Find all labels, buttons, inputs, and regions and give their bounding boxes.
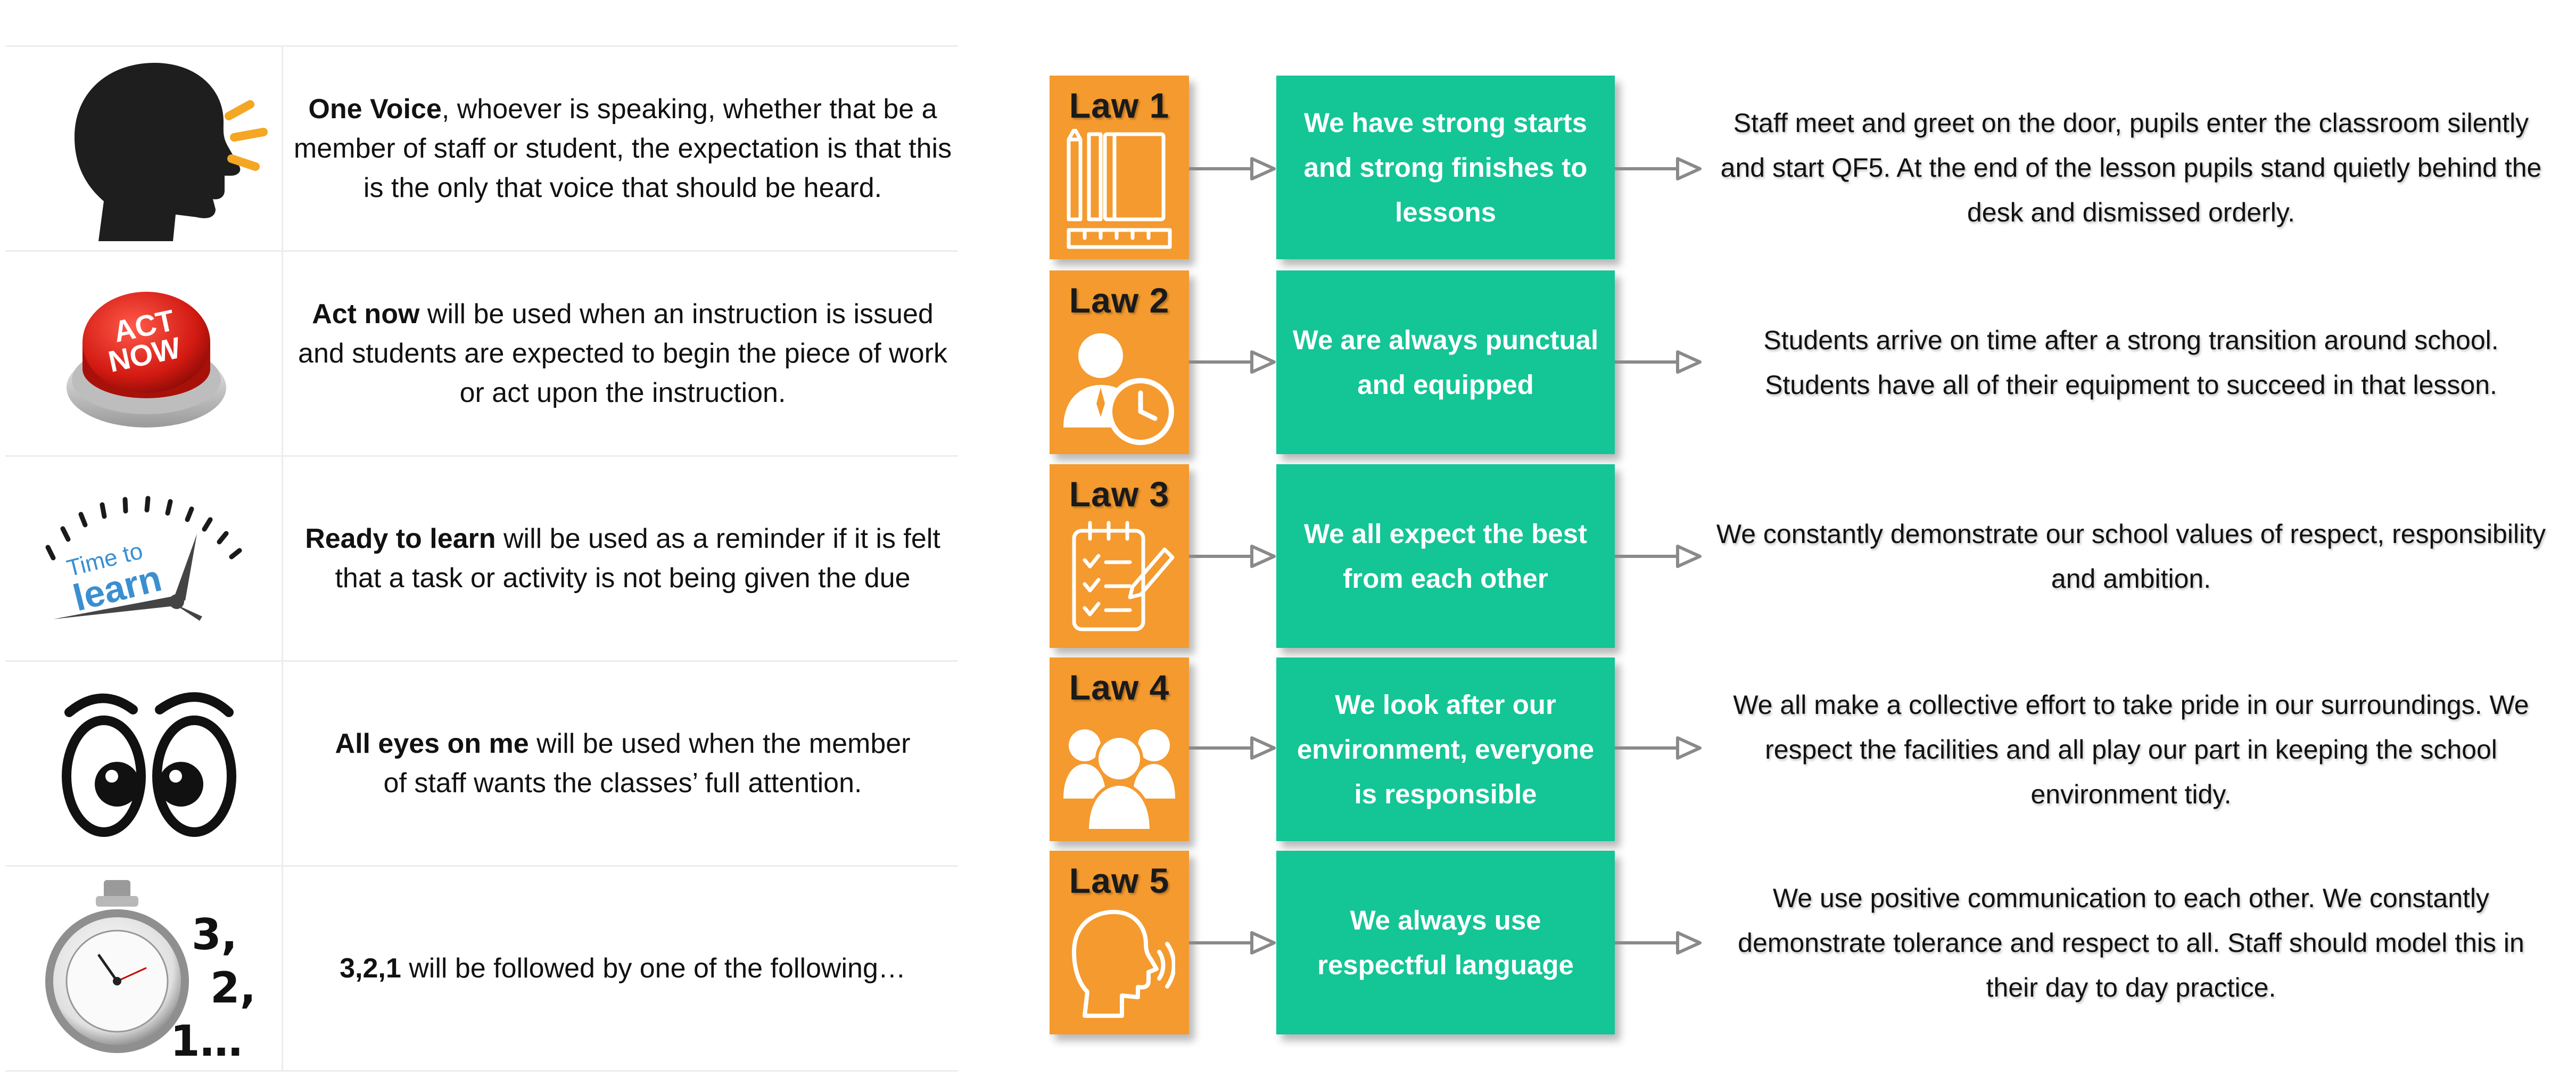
- law-statement-box: We all expect the best from each other: [1276, 464, 1615, 648]
- law-row-4: Law 4 We look after our environment, eve…: [0, 657, 2576, 841]
- signal-name: 3,2,1: [340, 953, 401, 984]
- signal-description: will be followed by one of the following…: [401, 953, 906, 984]
- signal-row-countdown: 3, 2, 1… 3,2,1 will be followed by one o…: [5, 867, 958, 1072]
- law-row-5: Law 5 We always use respectful language …: [0, 851, 2576, 1034]
- signal-name: All eyes on me: [335, 728, 529, 759]
- law-statement: We always use respectful language: [1317, 905, 1574, 980]
- arrow-statement-to-description: [1615, 931, 1702, 955]
- countdown-three: 3,: [192, 910, 237, 959]
- law-description: We all make a collective effort to take …: [1711, 657, 2552, 841]
- signal-image-cell: ACT NOW: [5, 252, 283, 455]
- signal-description: will be used as a reminder if it is felt…: [335, 523, 940, 594]
- arrow-badge-to-statement: [1189, 157, 1276, 180]
- signal-description: , whoever is speaking, whether that be a…: [293, 94, 952, 203]
- cartoon-eyes-icon: [62, 692, 236, 837]
- signal-text-countdown: 3,2,1 will be followed by one of the fol…: [293, 867, 953, 1070]
- law-statement-box: We look after our environment, everyone …: [1276, 657, 1615, 841]
- signal-description: will be used when the member of staff wa…: [383, 728, 911, 799]
- law-statement-box: We have strong starts and strong finishe…: [1276, 76, 1615, 259]
- arrow-statement-to-description: [1615, 545, 1702, 568]
- group-people-icon: [1063, 729, 1175, 832]
- law-statement: We have strong starts and strong finishe…: [1303, 107, 1588, 227]
- law-description: Staff meet and greet on the door, pupils…: [1711, 76, 2552, 259]
- law-statement: We are always punctual and equipped: [1292, 324, 1599, 400]
- behaviour-signals-table: One Voice, whoever is speaking, whether …: [5, 45, 958, 1077]
- arrow-statement-to-description: [1615, 157, 1702, 180]
- law-row-3: Law 3 We all expect the best from each o…: [0, 464, 2576, 648]
- signal-name: Act now: [312, 299, 420, 330]
- signal-row-one-voice: One Voice, whoever is speaking, whether …: [5, 47, 958, 252]
- signal-image-cell: [5, 47, 283, 250]
- stationery-icon: [1067, 129, 1172, 249]
- arrow-statement-to-description: [1615, 736, 1702, 760]
- law-title: Law 4: [1069, 668, 1170, 707]
- signal-text-all-eyes: All eyes on me will be used when the mem…: [293, 662, 953, 865]
- law-description-text: Students arrive on time after a strong t…: [1763, 325, 2499, 400]
- arrow-badge-to-statement: [1189, 545, 1276, 568]
- speaking-head-icon: [75, 63, 268, 241]
- signal-image-cell: 3, 2, 1…: [5, 867, 283, 1070]
- law-statement: We look after our environment, everyone …: [1297, 689, 1595, 809]
- speaking-head-outline-icon: [1072, 910, 1175, 1018]
- signal-description: will be used when an instruction is issu…: [298, 299, 947, 408]
- law-title: Law 3: [1069, 474, 1170, 514]
- signal-text-one-voice: One Voice, whoever is speaking, whether …: [293, 47, 953, 250]
- signal-text-act-now: Act now will be used when an instruction…: [293, 252, 953, 455]
- law-badge: Law 1: [1050, 76, 1189, 259]
- law-description-text: Staff meet and greet on the door, pupils…: [1720, 108, 2542, 227]
- law-badge: Law 4: [1050, 657, 1189, 841]
- law-title: Law 2: [1069, 281, 1170, 320]
- law-description: Students arrive on time after a strong t…: [1711, 270, 2552, 454]
- law-description-text: We all make a collective effort to take …: [1733, 689, 2529, 809]
- law-badge: Law 5: [1050, 851, 1189, 1034]
- time-to-learn-clock-icon: Time to learn: [45, 496, 242, 621]
- signal-name: One Voice: [308, 94, 442, 125]
- law-statement: We all expect the best from each other: [1304, 518, 1587, 594]
- law-description-text: We constantly demonstrate our school val…: [1716, 519, 2546, 594]
- law-description: We constantly demonstrate our school val…: [1711, 464, 2552, 648]
- law-description: We use positive communication to each ot…: [1711, 851, 2552, 1034]
- law-row-1: Law 1 We have strong starts and strong f…: [0, 76, 2576, 259]
- signal-text-ready-to-learn: Ready to learn will be used as a reminde…: [293, 457, 953, 660]
- signal-row-act-now: ACT NOW Act now will be used when an ins…: [5, 252, 958, 457]
- signal-image-cell: Time to learn: [5, 457, 283, 660]
- person-clock-icon: [1063, 333, 1174, 445]
- signal-image-cell: [5, 662, 283, 865]
- countdown-two: 2,: [210, 963, 256, 1013]
- countdown-one: 1…: [170, 1016, 243, 1066]
- checklist-icon: [1072, 521, 1175, 631]
- signal-row-ready-to-learn: Time to learn Ready to learn will be use…: [5, 457, 958, 662]
- stopwatch-countdown-icon: 3, 2, 1…: [45, 880, 256, 1066]
- law-row-2: Law 2 We are always punctual and equippe…: [0, 270, 2576, 454]
- act-now-button-icon: ACT NOW: [67, 292, 226, 427]
- law-statement-box: We are always punctual and equipped: [1276, 270, 1615, 454]
- arrow-badge-to-statement: [1189, 350, 1276, 374]
- law-badge: Law 2: [1050, 270, 1189, 454]
- arrow-badge-to-statement: [1189, 931, 1276, 955]
- law-title: Law 5: [1069, 861, 1170, 900]
- law-description-text: We use positive communication to each ot…: [1738, 883, 2524, 1002]
- law-title: Law 1: [1069, 86, 1170, 125]
- signal-name: Ready to learn: [305, 523, 496, 554]
- signal-row-all-eyes: All eyes on me will be used when the mem…: [5, 662, 958, 867]
- arrow-badge-to-statement: [1189, 736, 1276, 760]
- law-statement-box: We always use respectful language: [1276, 851, 1615, 1034]
- arrow-statement-to-description: [1615, 350, 1702, 374]
- law-badge: Law 3: [1050, 464, 1189, 648]
